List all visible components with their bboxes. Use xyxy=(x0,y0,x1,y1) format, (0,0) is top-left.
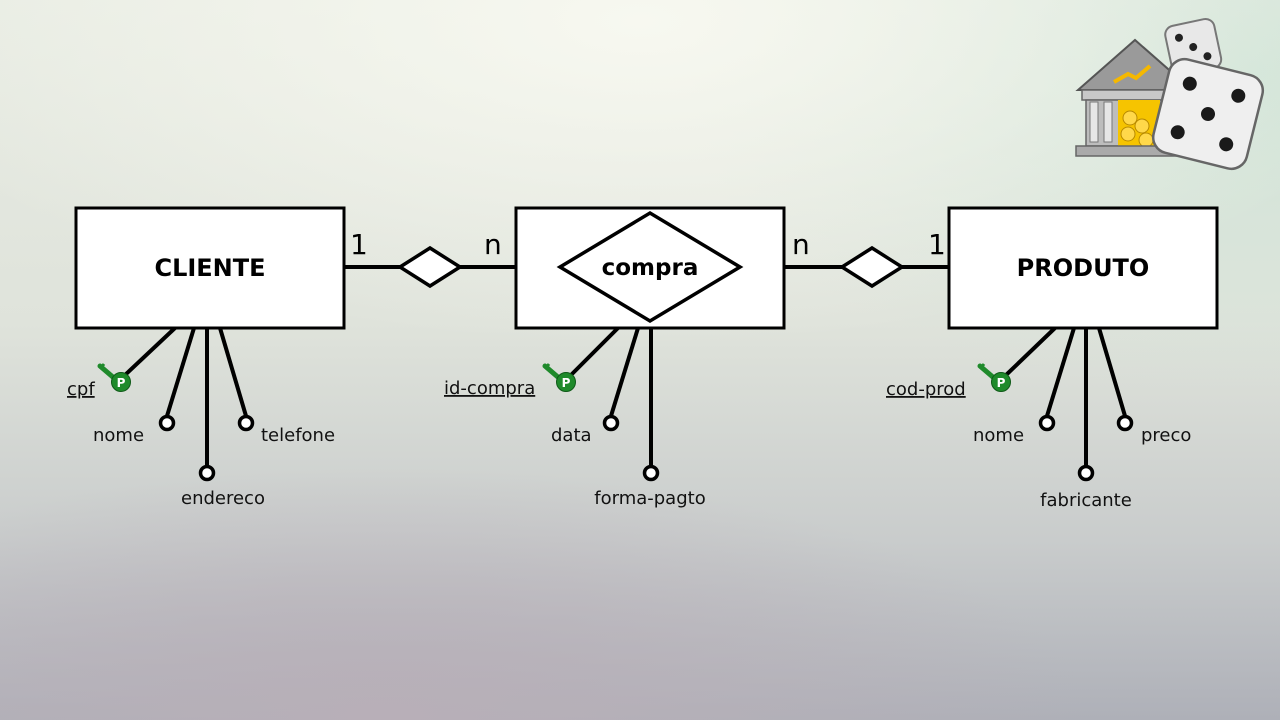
connector-cliente-compra xyxy=(344,245,516,289)
connector-compra-produto xyxy=(784,245,949,289)
primary-key-icon: P xyxy=(542,363,576,392)
attribute-cliente-nome: nome xyxy=(93,425,144,446)
attribute-compra-key: id-compra xyxy=(444,378,535,399)
relationship-diamond xyxy=(838,245,906,289)
attribute-marker xyxy=(237,414,255,432)
relationship-diamond xyxy=(396,245,464,289)
attribute-produto-key: cod-prod xyxy=(886,379,966,400)
attribute-marker xyxy=(158,414,176,432)
attribute-produto-nome: nome xyxy=(973,425,1024,446)
primary-key-badge: P xyxy=(562,376,571,390)
cliente-attribute-lines xyxy=(122,326,255,482)
attribute-marker xyxy=(642,464,660,482)
attribute-marker xyxy=(1038,414,1056,432)
entity-compra: compra xyxy=(514,206,786,330)
entity-cliente: CLIENTE xyxy=(74,206,346,330)
produto-attribute-lines xyxy=(1003,326,1134,482)
primary-key-badge: P xyxy=(997,376,1006,390)
entity-produto: PRODUTO xyxy=(947,206,1219,330)
cardinality-produto: 1 xyxy=(928,228,946,261)
attribute-cliente-key: cpf xyxy=(67,379,95,400)
entity-compra-label: compra xyxy=(602,255,699,281)
cardinality-cliente: 1 xyxy=(350,228,368,261)
attribute-marker xyxy=(1077,464,1095,482)
compra-attribute-lines xyxy=(568,326,660,482)
primary-key-badge: P xyxy=(117,376,126,390)
associative-diamond xyxy=(556,210,744,324)
attribute-cliente-endereco: endereco xyxy=(181,488,265,509)
attribute-marker xyxy=(602,414,620,432)
primary-key-icon: P xyxy=(977,363,1011,392)
attribute-compra-data: data xyxy=(551,425,592,446)
bank-and-dice-icon xyxy=(1075,18,1265,171)
attribute-marker xyxy=(1116,414,1134,432)
attribute-produto-preco: preco xyxy=(1141,425,1191,446)
attribute-compra-forma-pagto: forma-pagto xyxy=(594,488,705,509)
attribute-produto-fabricante: fabricante xyxy=(1040,490,1132,511)
cardinality-compra-right: n xyxy=(792,228,810,261)
cardinality-compra-left: n xyxy=(484,228,502,261)
entity-produto-label: PRODUTO xyxy=(1017,254,1150,282)
attribute-marker xyxy=(198,464,216,482)
attribute-cliente-telefone: telefone xyxy=(261,425,335,446)
primary-key-icon: P xyxy=(97,363,131,392)
entity-cliente-label: CLIENTE xyxy=(154,254,265,282)
